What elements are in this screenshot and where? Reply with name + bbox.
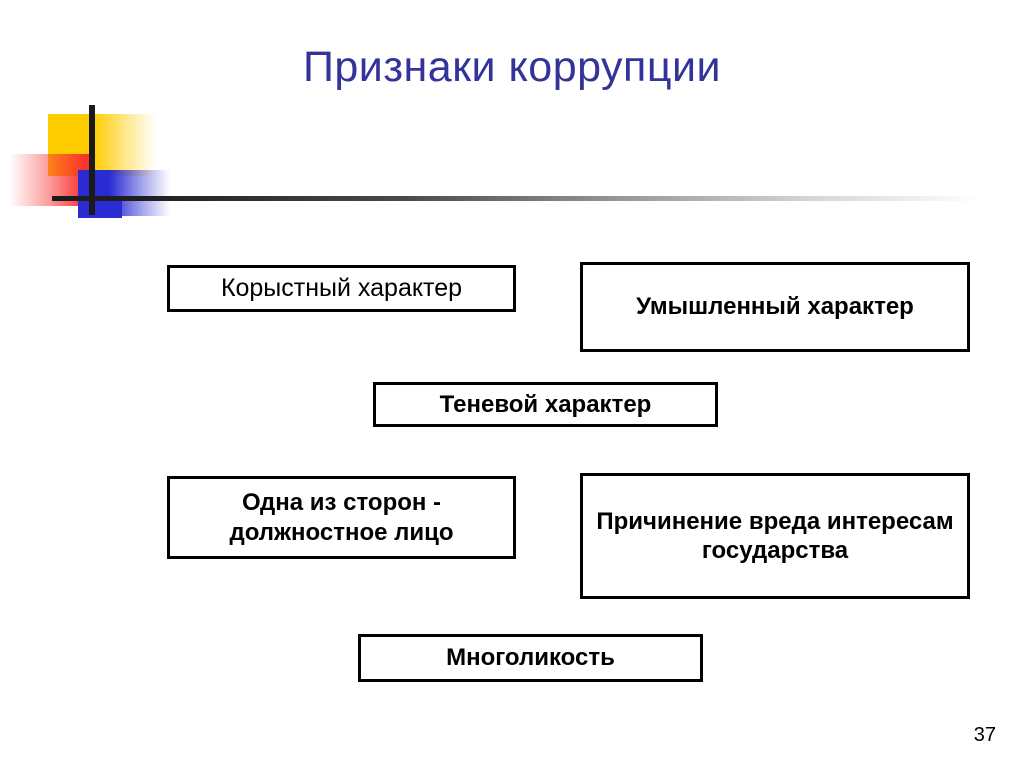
feature-box-odna-iz-storon: Одна из сторон - должностное лицо (167, 476, 516, 559)
feature-box-tenevoy: Теневой характер (373, 382, 718, 427)
decorative-motif (0, 0, 1024, 240)
page-title: Признаки коррупции (302, 43, 721, 91)
feature-box-korystny: Корыстный характер (167, 265, 516, 312)
page-number: 37 (973, 724, 996, 746)
deco-vertical-line (89, 105, 95, 215)
feature-box-mnogolikost: Многоликость (358, 634, 703, 682)
feature-box-umyshlenny: Умышленный характер (580, 262, 970, 352)
deco-horizontal-line (52, 196, 982, 201)
feature-box-prichinenie: Причинение вреда интересам государства (580, 473, 970, 599)
